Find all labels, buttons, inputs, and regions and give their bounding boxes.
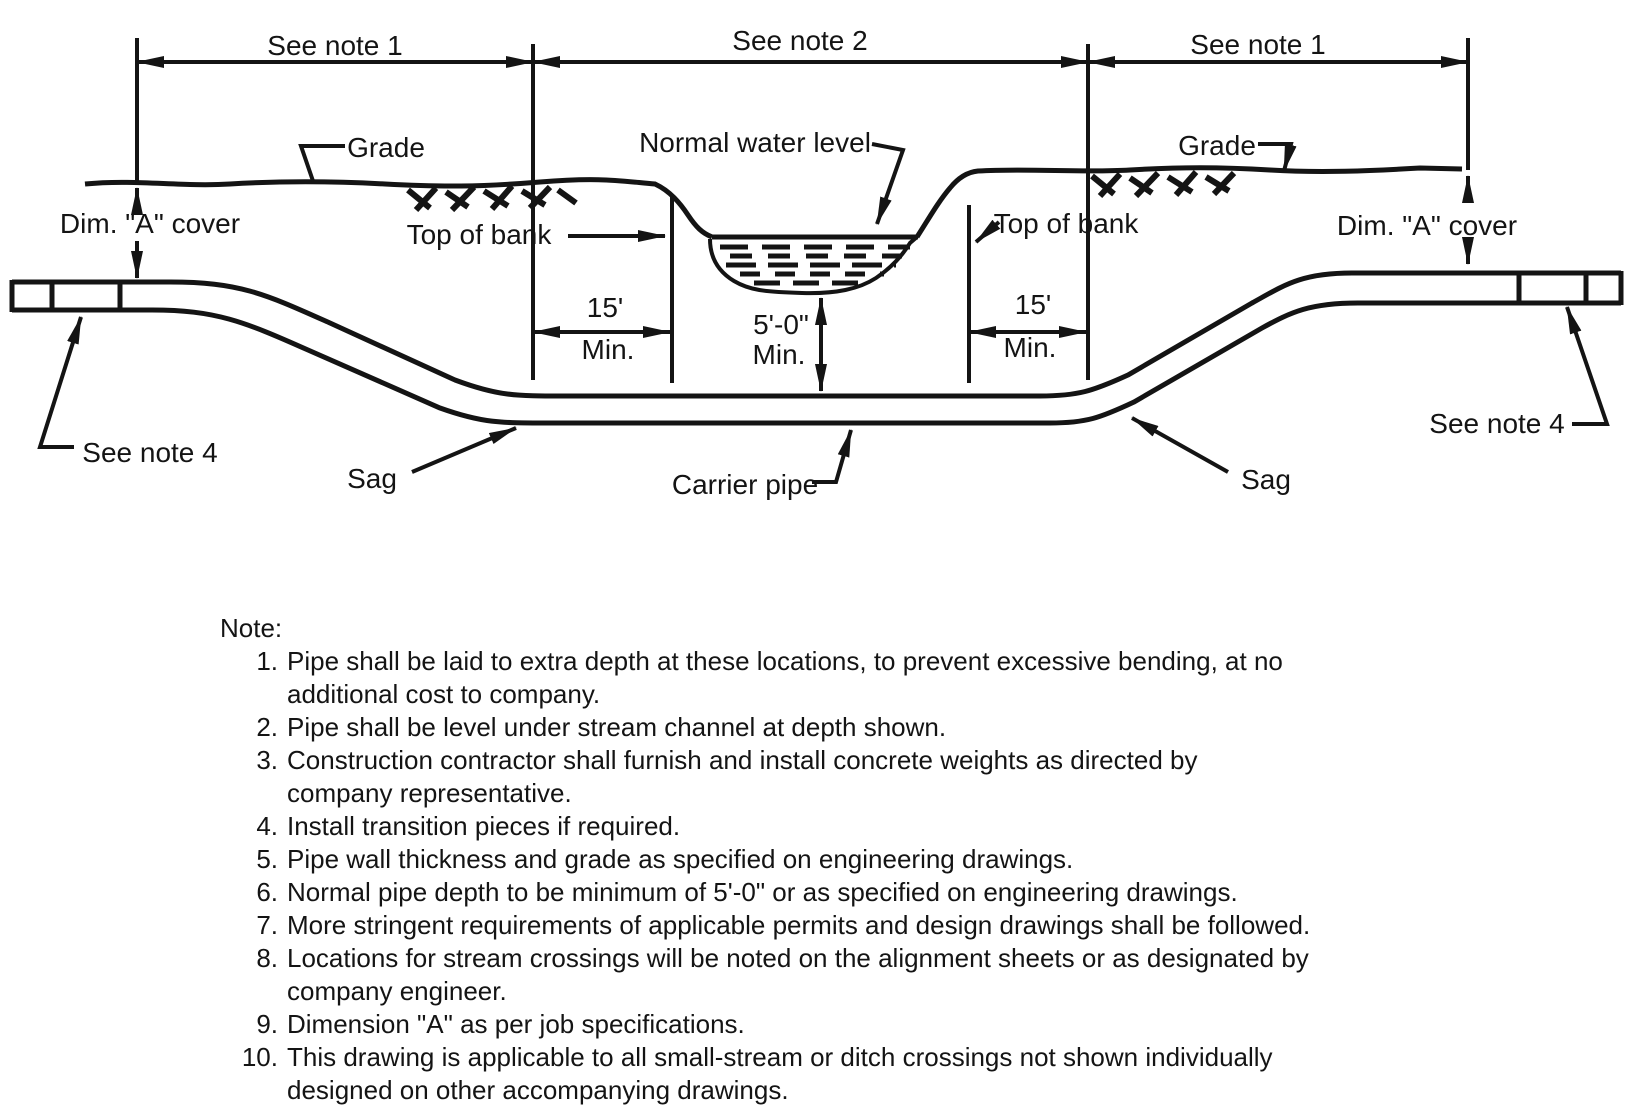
note-text: Pipe wall thickness and grade as specifi…: [287, 844, 1074, 874]
note-number: 2.: [256, 712, 278, 742]
label-normal-water-level: Normal water level: [639, 127, 871, 158]
soil-hatching-right: [1090, 170, 1237, 199]
note-item-9: 9. Dimension "A" as per job specificatio…: [220, 1008, 1410, 1041]
note-item-2: 2. Pipe shall be level under stream chan…: [220, 711, 1410, 744]
crossing-section-drawing: See note 1 See note 2 See note 1 Grade N…: [9, 25, 1624, 500]
note-item-5: 5. Pipe wall thickness and grade as spec…: [220, 843, 1410, 876]
sag-left-arrow: [411, 426, 517, 474]
note-number: 9.: [256, 1009, 278, 1039]
note-text: Pipe shall be laid to extra depth at the…: [287, 646, 1283, 709]
water-hatch-dashes: [720, 244, 910, 286]
sag-right-arrow: [1131, 416, 1229, 474]
grade-right-leader: [1258, 142, 1297, 172]
note-item-3: 3. Construction contractor shall furnish…: [220, 744, 1410, 810]
stream-channel-bottom: [708, 235, 919, 296]
pipe-bottom-line: [12, 300, 1621, 426]
carrier-pipe-leader: [812, 429, 853, 484]
dim-label-cover-right: Dim. "A" cover: [1337, 210, 1517, 241]
note-item-4: 4. Install transition pieces if required…: [220, 810, 1410, 843]
dim-label-see-note-1-left: See note 1: [267, 30, 402, 61]
label-grade-right: Grade: [1178, 130, 1256, 161]
note-text: More stringent requirements of applicabl…: [287, 910, 1311, 940]
dim-label-cover-left: Dim. "A" cover: [60, 208, 240, 239]
dim-label-15ft-right: 15': [1015, 289, 1052, 320]
label-top-of-bank-right: Top of bank: [994, 208, 1140, 239]
notes-section: Note: 1. Pipe shall be laid to extra dep…: [220, 612, 1410, 1107]
see-note-4-right-leader: [1565, 306, 1610, 426]
dim-label-see-note-1-right: See note 1: [1190, 29, 1325, 60]
note-item-1: 1. Pipe shall be laid to extra depth at …: [220, 645, 1410, 711]
note-item-10: 10. This drawing is applicable to all sm…: [220, 1041, 1410, 1107]
label-see-note-4-left: See note 4: [82, 437, 217, 468]
dim-label-min-left: Min.: [582, 334, 635, 365]
notes-heading: Note:: [220, 613, 283, 643]
label-see-note-4-right: See note 4: [1429, 408, 1564, 439]
normal-water-level-leader: [871, 142, 906, 225]
grade-line-right: [914, 165, 1463, 239]
see-note-4-left-leader: [37, 316, 83, 449]
dim-label-min-right: Min.: [1004, 332, 1057, 363]
note-number: 8.: [256, 943, 278, 973]
note-number: 1.: [256, 646, 278, 676]
grade-left-leader: [298, 144, 345, 182]
crossing-diagram: See note 1 See note 2 See note 1 Grade N…: [9, 25, 1624, 500]
note-item-6: 6. Normal pipe depth to be minimum of 5'…: [220, 876, 1410, 909]
label-sag-left: Sag: [347, 463, 397, 494]
dim-label-see-note-2: See note 2: [732, 25, 867, 56]
note-text: Construction contractor shall furnish an…: [287, 745, 1198, 808]
pipe-top-line: [12, 270, 1621, 399]
label-carrier-pipe: Carrier pipe: [672, 469, 818, 500]
note-text: Pipe shall be level under stream channel…: [287, 712, 947, 742]
note-text: Locations for stream crossings will be n…: [287, 943, 1309, 1006]
label-sag-right: Sag: [1241, 464, 1291, 495]
dim-label-depth-min: Min.: [753, 339, 806, 370]
soil-hatching-left: [406, 184, 578, 213]
note-number: 6.: [256, 877, 278, 907]
note-item-8: 8. Locations for stream crossings will b…: [220, 942, 1410, 1008]
label-grade-left: Grade: [347, 132, 425, 163]
note-number: 10.: [241, 1042, 278, 1072]
top-of-bank-right-arrow: [974, 219, 1001, 244]
note-text: Normal pipe depth to be minimum of 5'-0"…: [287, 877, 1238, 907]
note-number: 3.: [256, 745, 278, 775]
dim-label-depth: 5'-0": [753, 309, 809, 340]
label-top-of-bank-left: Top of bank: [407, 219, 553, 250]
dim-label-15ft-left: 15': [587, 292, 624, 323]
note-number: 7.: [256, 910, 278, 940]
note-number: 4.: [256, 811, 278, 841]
note-text: Install transition pieces if required.: [287, 811, 681, 841]
note-item-7: 7. More stringent requirements of applic…: [220, 909, 1410, 942]
note-text: Dimension "A" as per job specifications.: [287, 1009, 745, 1039]
note-text: This drawing is applicable to all small-…: [287, 1042, 1273, 1105]
grade-line-left: [84, 177, 713, 240]
note-number: 5.: [256, 844, 278, 874]
